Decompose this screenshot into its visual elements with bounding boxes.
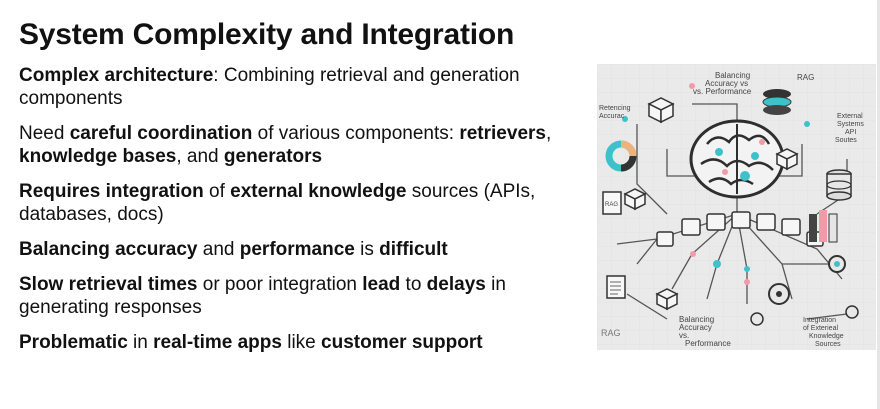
bullet-bold-text: lead	[362, 274, 401, 295]
label-top-center-3: vs. Performance	[693, 87, 752, 96]
bullet-bold-text: generators	[223, 146, 323, 167]
label-top-center-1: Balancing	[715, 71, 750, 80]
bullet-bold-text: knowledge bases	[19, 146, 177, 167]
bullet-bold-text: Slow retrieval times	[19, 274, 198, 295]
bullet-item: Requires integration of external knowled…	[19, 180, 594, 226]
bullet-bold-text: performance	[239, 239, 355, 260]
label-top-right: RAG	[797, 73, 814, 82]
label-left-top-2: Accurac	[599, 113, 625, 120]
bullet-text: to	[400, 274, 427, 295]
database-icon	[826, 169, 852, 201]
bullet-bold-text: Problematic	[19, 332, 128, 353]
label-bottom-center-2: Accuracy	[679, 323, 712, 332]
label-left-top-1: Retencing	[599, 105, 631, 112]
bullet-bold-text: Requires integration	[19, 181, 204, 202]
donut-chart-icon	[605, 140, 637, 172]
bullet-item: Complex architecture: Combining retrieva…	[19, 64, 594, 110]
bullet-text: , and	[176, 146, 224, 167]
bullet-text: like	[281, 332, 322, 353]
bullet-text: Need	[19, 123, 70, 144]
bullet-text: is	[354, 239, 380, 260]
bullet-bold-text: careful coordination	[69, 123, 253, 144]
label-right-top-1: External	[837, 113, 863, 120]
bullet-item: Slow retrieval times or poor integration…	[19, 273, 594, 319]
label-bottom-right-4: Sources	[815, 341, 841, 348]
label-top-center-2: Accuracy vs	[705, 79, 748, 88]
bullet-text: in generating responses	[19, 274, 506, 318]
label-bottom-right-1: Integration	[803, 317, 836, 324]
bullet-bold-text: Balancing accuracy	[19, 239, 198, 260]
bullet-item: Problematic in real-time apps like custo…	[19, 331, 594, 354]
window-right-border	[877, 0, 880, 409]
cube-icons	[623, 97, 799, 311]
database-icon-top	[762, 89, 792, 115]
label-right-top-3: API	[845, 129, 856, 136]
bar-stack-icon	[809, 210, 838, 243]
bullet-bold-text: real-time apps	[153, 332, 282, 353]
label-bottom-left: RAG	[601, 328, 621, 338]
brain-icon	[689, 119, 785, 199]
slide-title: System Complexity and Integration	[19, 18, 515, 51]
bullet-text: sources (APIs, databases, docs)	[19, 181, 536, 225]
document-icons	[602, 191, 626, 299]
rag-illustration-graphic: Balancing Accuracy vs vs. Performance RA…	[597, 64, 876, 350]
label-bottom-right-2: of Exterieal	[803, 325, 838, 332]
bullet-text: ,	[545, 123, 552, 144]
bullet-item: Balancing accuracy and performance is di…	[19, 238, 594, 261]
bullet-text: of	[203, 181, 231, 202]
label-bottom-center-4: Performance	[685, 339, 731, 348]
label-bottom-center-1: Balancing	[679, 315, 714, 324]
label-bottom-right-3: Knowledge	[809, 333, 844, 340]
bullet-text: and	[197, 239, 240, 260]
bullet-bold-text: retrievers	[459, 123, 546, 144]
disk-icons	[750, 255, 859, 326]
rag-illustration: Balancing Accuracy vs vs. Performance RA…	[597, 64, 876, 350]
bullet-item: Need careful coordination of various com…	[19, 122, 594, 168]
bullet-text: in	[127, 332, 154, 353]
bullet-bold-text: difficult	[379, 239, 448, 260]
label-right-top-2: Systems	[837, 121, 864, 128]
accent-dots	[622, 83, 810, 285]
bullet-bold-text: Complex architecture	[19, 65, 214, 86]
bullet-text: or poor integration	[197, 274, 363, 295]
bullet-list: Complex architecture: Combining retrieva…	[19, 64, 594, 366]
bullet-text: of various components:	[252, 123, 460, 144]
bullet-bold-text: customer support	[321, 332, 483, 353]
label-right-top-4: Soutes	[835, 137, 857, 144]
bullet-bold-text: external knowledge	[230, 181, 407, 202]
label-left-middle: RAG	[605, 202, 618, 208]
label-bottom-center-3: vs.	[679, 331, 689, 340]
bullet-text: : Combining retrieval and generation com…	[19, 65, 520, 109]
bullet-bold-text: delays	[426, 274, 486, 295]
